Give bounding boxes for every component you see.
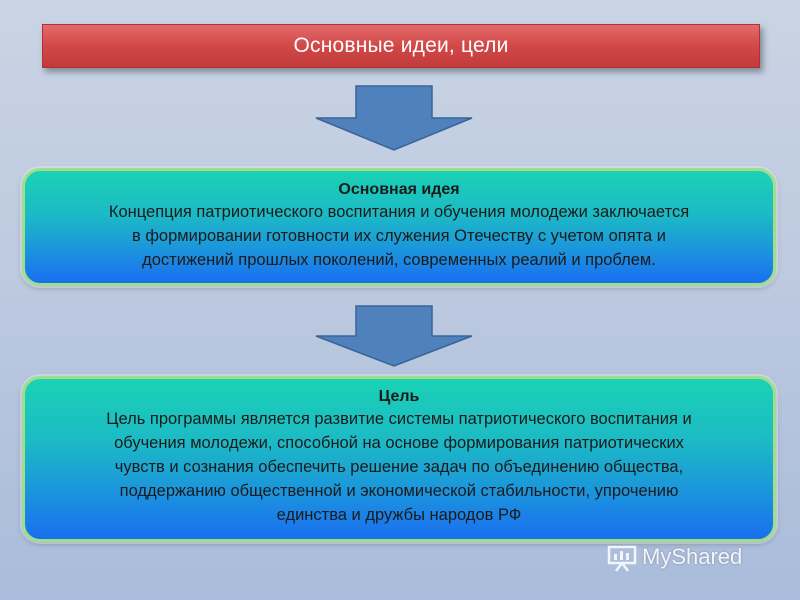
goal-line: обучения молодежи, способной на основе ф… [114, 434, 684, 452]
goal-line: поддержанию общественной и экономической… [119, 482, 679, 500]
title-banner: Основные идеи, цели [42, 24, 760, 68]
watermark-text: MyShared [642, 544, 743, 569]
goal-text: Цель программы является развитие системы… [25, 407, 773, 527]
goal-heading: Цель [378, 388, 420, 405]
main-idea-heading: Основная идея [338, 181, 460, 198]
goal-line: чувств и сознания обеспечить решение зад… [114, 458, 684, 476]
goal-line: единства и дружбы народов РФ [276, 506, 522, 524]
goal-box: Цель Цель программы является развитие си… [22, 376, 776, 542]
main-idea-box: Основная идея Концепция патриотического … [22, 168, 776, 286]
down-arrow-1 [0, 84, 800, 154]
main-idea-line: в формировании готовности их служения От… [131, 227, 667, 245]
main-idea-line: достижений прошлых поколений, современны… [142, 251, 656, 269]
down-arrow-2 [0, 304, 800, 374]
goal-line: Цель программы является развитие системы… [106, 410, 692, 428]
page-title: Основные идеи, цели [293, 34, 509, 57]
presentation-board-icon [607, 545, 637, 572]
down-arrow-icon [315, 85, 473, 151]
main-idea-text: Концепция патриотического воспитания и о… [25, 200, 773, 272]
down-arrow-icon [315, 305, 473, 367]
main-idea-line: Концепция патриотического воспитания и о… [108, 203, 690, 221]
watermark: MyShared [606, 540, 742, 574]
